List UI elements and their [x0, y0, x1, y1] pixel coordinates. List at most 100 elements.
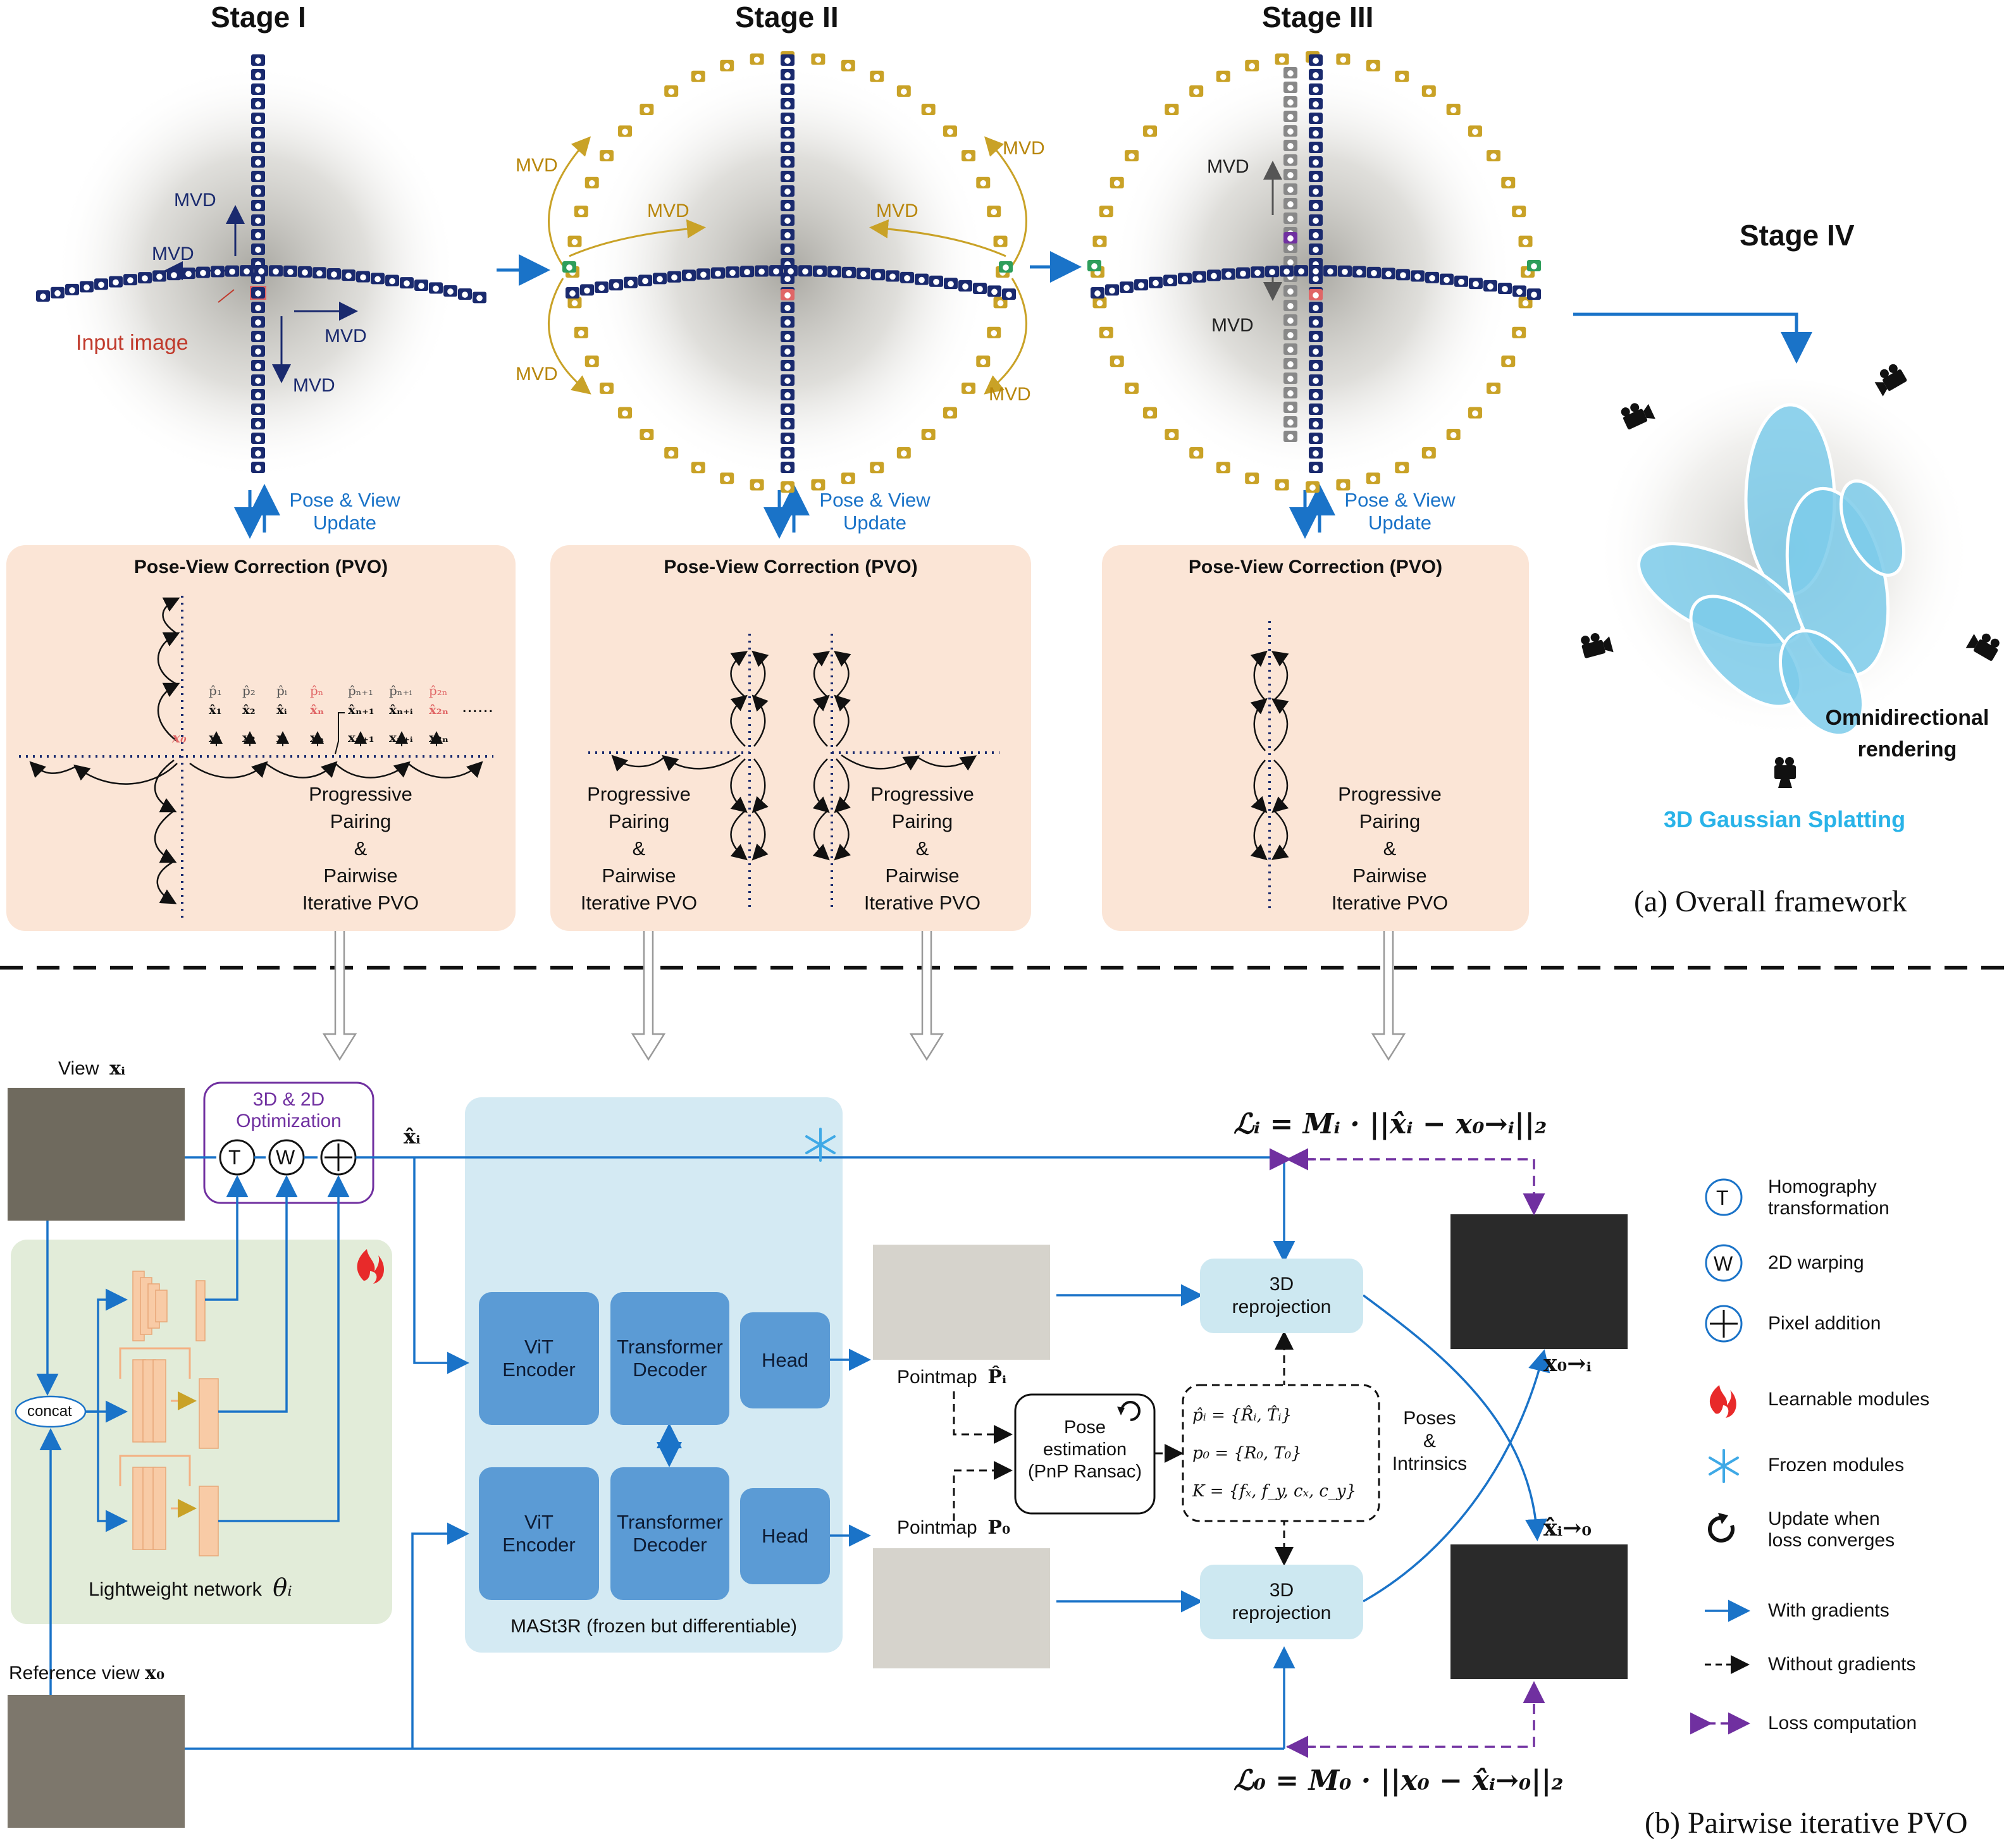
camera-icon-gray	[1283, 140, 1297, 151]
camera-icon-vertical	[1309, 243, 1323, 255]
camera-icon-gray	[1283, 402, 1297, 413]
camera-icon-horizontal	[813, 265, 827, 277]
camera-icon-vertical	[781, 229, 795, 240]
camera-icon-horizontal	[667, 271, 681, 283]
camera-icon-horizontal	[856, 268, 870, 280]
stage1-title: Stage I	[211, 1, 306, 34]
camera-icon-horizontal	[696, 268, 710, 280]
camera-icon-vertical	[1309, 389, 1323, 400]
legend-with-gradients: With gradients	[1768, 1600, 1889, 1621]
camera-icon-gray	[1283, 373, 1297, 384]
camera-icon-gray	[1283, 198, 1297, 209]
camera-icon-vertical	[251, 171, 265, 182]
camera-icon-horizontal	[94, 278, 108, 290]
camera-icon-ring	[1092, 297, 1107, 309]
camera-icon-vertical	[781, 403, 795, 415]
legend-loss-computation: Loss computation	[1768, 1713, 1917, 1734]
camera-icon-ring	[921, 104, 936, 116]
pvo-stage1-diagram	[19, 596, 493, 918]
camera-icon-vertical	[1309, 214, 1323, 226]
camera-icon-horizontal	[36, 290, 50, 302]
camera-icon-ring	[962, 150, 976, 162]
camera-icon-vertical	[1309, 433, 1323, 444]
camera-icon-ring	[1366, 472, 1380, 484]
camera-icon-vertical	[1309, 185, 1323, 197]
camera-icon-vertical	[781, 345, 795, 357]
mvd-label: MVD	[152, 243, 194, 264]
camera-icon-gray	[1283, 431, 1297, 442]
camera-icon-vertical	[1309, 54, 1323, 66]
camera-icon-ring	[1189, 85, 1204, 97]
camera-icon-vertical	[251, 243, 265, 255]
camera-icon-vertical	[251, 200, 265, 211]
camera-icon-ring	[1124, 382, 1139, 394]
camera-icon-horizontal	[1236, 267, 1250, 279]
legend-frozen: Frozen modules	[1768, 1455, 1905, 1475]
camera-icon-ring	[640, 428, 654, 440]
camera-icon-vertical	[1309, 360, 1323, 371]
p-hat-label: p̂ₙ₊₁	[348, 683, 374, 698]
camera-icon-vertical	[781, 214, 795, 226]
camera-icon-vertical	[781, 360, 795, 371]
camera-icon-ring	[987, 326, 1001, 338]
camera-icon-ring	[1110, 176, 1124, 188]
x-hat-label: x̂ₙ₊ᵢ	[389, 702, 413, 717]
camera-icon-vertical	[251, 447, 265, 459]
camera-icon-ring	[896, 85, 911, 97]
camera-icon-horizontal	[1469, 278, 1483, 290]
camera-icon-ring	[750, 479, 764, 491]
caption-overall-framework: (a) Overall framework	[1634, 885, 1907, 918]
camera-icon-gray	[1283, 242, 1297, 253]
camera-icon-horizontal	[342, 269, 356, 281]
camera-icon-vertical	[1309, 462, 1323, 473]
x-hat-label: x̂₁	[209, 702, 222, 717]
x-hat-label: x̂ₙ₊₁	[348, 702, 374, 717]
camera-icon-horizontal	[755, 265, 769, 277]
camera-icon-vertical	[1309, 229, 1323, 240]
camera-icon-input	[781, 289, 795, 300]
camera-icon-horizontal	[929, 275, 943, 287]
op-homography: T	[228, 1146, 241, 1169]
camera-icon-vertical	[251, 389, 265, 400]
pointmap-i-label: Pointmap P̂ᵢ	[897, 1366, 1007, 1388]
input-image-label: Input image	[76, 331, 189, 355]
camera-icon-horizontal	[1265, 266, 1279, 278]
camera-icon-vertical	[251, 229, 265, 240]
camera-icon-horizontal	[1323, 265, 1337, 277]
camera-icon-horizontal	[269, 265, 283, 277]
camera-icon-vertical	[251, 287, 265, 299]
x-label: x₂ₙ	[429, 730, 449, 745]
camera-icon-gray	[1283, 387, 1297, 398]
legend-T-icon: T	[1716, 1186, 1729, 1209]
camera-icon-vertical	[1309, 200, 1323, 211]
camera-icon-horizontal	[1512, 285, 1526, 297]
camera-icon-horizontal	[1454, 275, 1468, 287]
camera-icon-horizontal	[182, 268, 195, 280]
camera-icon-ring	[640, 104, 654, 116]
camera-icon-horizontal	[356, 271, 370, 283]
camera-icon-input	[1309, 289, 1323, 300]
camera-icon-ring	[1092, 235, 1107, 247]
camera-icon-horizontal	[167, 269, 181, 281]
camera-icon-vertical	[781, 98, 795, 109]
camera-icon-horizontal	[1207, 269, 1221, 281]
mvd-label: MVD	[516, 155, 558, 176]
ref-view-label: Reference view x₀	[9, 1662, 165, 1684]
mvd-label: MVD	[516, 364, 558, 385]
camera-icon-horizontal	[1294, 265, 1308, 277]
camera-icon-vertical	[1309, 127, 1323, 139]
mvd-label: MVD	[293, 375, 335, 396]
x-hat-label: x̂ᵢ	[276, 702, 287, 717]
camera-icon-vertical	[1309, 83, 1323, 95]
camera-icon-horizontal	[595, 281, 609, 293]
camera-icon-horizontal	[566, 287, 579, 299]
